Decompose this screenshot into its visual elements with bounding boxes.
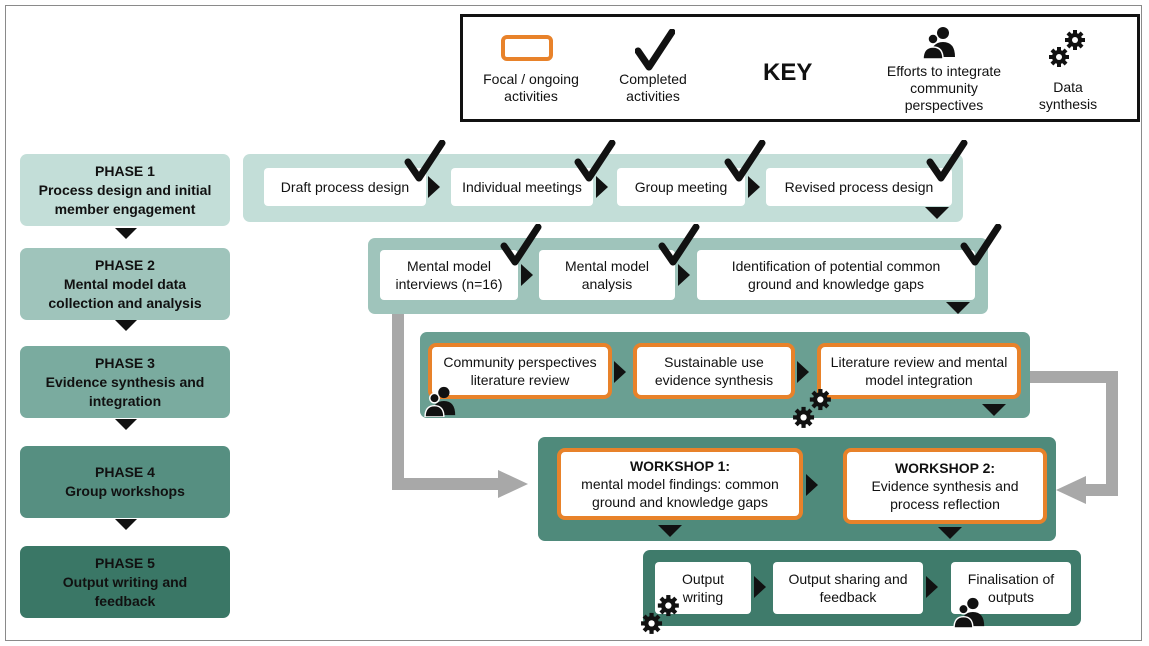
- phase-3-down-arrow: [115, 419, 137, 430]
- phase-3-step-community-review: Community perspectives literature review: [428, 343, 612, 399]
- phase-2-arrow-2: [678, 264, 690, 286]
- check-icon: [500, 224, 542, 266]
- check-icon: [926, 140, 968, 182]
- phase-4-down-arrow-1: [658, 525, 682, 537]
- synthesis-legend-label: Data synthesis: [1038, 79, 1098, 112]
- phase-2-number: PHASE 2: [95, 256, 155, 273]
- phase-2-step-identification: Identification of potential common groun…: [697, 250, 975, 300]
- phase-2-name: Mental model data collection and analysi…: [48, 275, 202, 311]
- phase-1-name: Process design and initial member engage…: [38, 181, 212, 217]
- phase-2-label: PHASE 2 Mental model data collection and …: [20, 248, 230, 320]
- workshop-1-title: WORKSHOP 1:: [629, 458, 731, 474]
- phase-3-label: PHASE 3 Evidence synthesis and integratio…: [20, 346, 230, 418]
- phase-5-label: PHASE 5 Output writing and feedback: [20, 546, 230, 618]
- phase-3-step-integration: Literature review and mental model integ…: [817, 343, 1021, 399]
- phase-2-arrow-1: [521, 264, 533, 286]
- check-icon: [635, 29, 675, 71]
- phase-4-name: Group workshops: [65, 483, 185, 499]
- phase-4-number: PHASE 4: [95, 464, 155, 480]
- figure-frame: [5, 5, 1142, 641]
- phase-1-step-revised: Revised process design: [766, 168, 952, 206]
- check-icon: [574, 140, 616, 182]
- phase-2-step-analysis: Mental model analysis: [539, 250, 675, 300]
- check-icon: [658, 224, 700, 266]
- phase-1-down-arrow-out: [925, 207, 949, 219]
- workshop-1-box: WORKSHOP 1: mental model findings: commo…: [557, 448, 803, 520]
- community-person-icon: [953, 597, 985, 628]
- workshop-1-text: mental model findings: common ground and…: [581, 476, 779, 510]
- gears-icon: [641, 595, 679, 634]
- key-title: KEY: [763, 59, 813, 86]
- check-icon: [724, 140, 766, 182]
- completed-legend-label: Completed activities: [619, 71, 687, 104]
- phase-4-down-arrow: [115, 519, 137, 530]
- workshop-2-text: Evidence synthesis and process reflectio…: [871, 478, 1019, 512]
- phase-1-label: PHASE 1 Process design and initial member…: [20, 154, 230, 226]
- check-icon: [404, 140, 446, 182]
- phase-3-number: PHASE 3: [95, 354, 155, 371]
- phase-4-arrow-1: [806, 474, 818, 496]
- phase-1-step-individual: Individual meetings: [451, 168, 593, 206]
- phase-3-step-evidence-synthesis: Sustainable use evidence synthesis: [633, 343, 795, 399]
- phase-1-number: PHASE 1: [95, 162, 155, 179]
- phase-2-step-interviews: Mental model interviews (n=16): [380, 250, 518, 300]
- workshop-2-title: WORKSHOP 2:: [894, 460, 996, 476]
- community-person-icon: [424, 386, 456, 417]
- phase-1-down-arrow: [115, 228, 137, 239]
- focal-legend-swatch: [501, 35, 553, 61]
- phase-1-arrow-3: [748, 176, 760, 198]
- phase-3-arrow-1: [614, 361, 626, 383]
- phase-5-number: PHASE 5: [95, 554, 155, 571]
- phase-5-step-sharing: Output sharing and feedback: [773, 562, 923, 614]
- phase-1-step-draft: Draft process design: [264, 168, 426, 206]
- phase-1-arrow-2: [596, 176, 608, 198]
- gears-icon: [1049, 30, 1085, 67]
- phase-1-step-group: Group meeting: [617, 168, 745, 206]
- legend-key: Focal / ongoing activities Completed act…: [460, 14, 1140, 122]
- community-legend-label: Efforts to integrate community perspecti…: [886, 63, 1002, 113]
- focal-legend-label: Focal / ongoing activities: [483, 71, 579, 104]
- community-person-icon: [923, 27, 955, 59]
- phase-3-arrow-2: [797, 361, 809, 383]
- phase-1-arrow-1: [428, 176, 440, 198]
- phase-5-arrow-2: [926, 576, 938, 598]
- phase-4-down-arrow-2: [938, 527, 962, 539]
- phase-4-label: PHASE 4 Group workshops: [20, 446, 230, 518]
- phase-2-down-arrow: [115, 320, 137, 331]
- phase-2-down-arrow-out: [946, 302, 970, 314]
- gears-icon: [793, 389, 831, 428]
- phase-5-step-finalisation: Finalisation of outputs: [951, 562, 1071, 614]
- phase-3-down-arrow-out: [982, 404, 1006, 416]
- workshop-2-box: WORKSHOP 2: Evidence synthesis and proce…: [843, 448, 1047, 524]
- phase-5-arrow-1: [754, 576, 766, 598]
- phase-5-name: Output writing and feedback: [62, 573, 188, 609]
- check-icon: [960, 224, 1002, 266]
- phase-3-name: Evidence synthesis and integration: [45, 373, 205, 409]
